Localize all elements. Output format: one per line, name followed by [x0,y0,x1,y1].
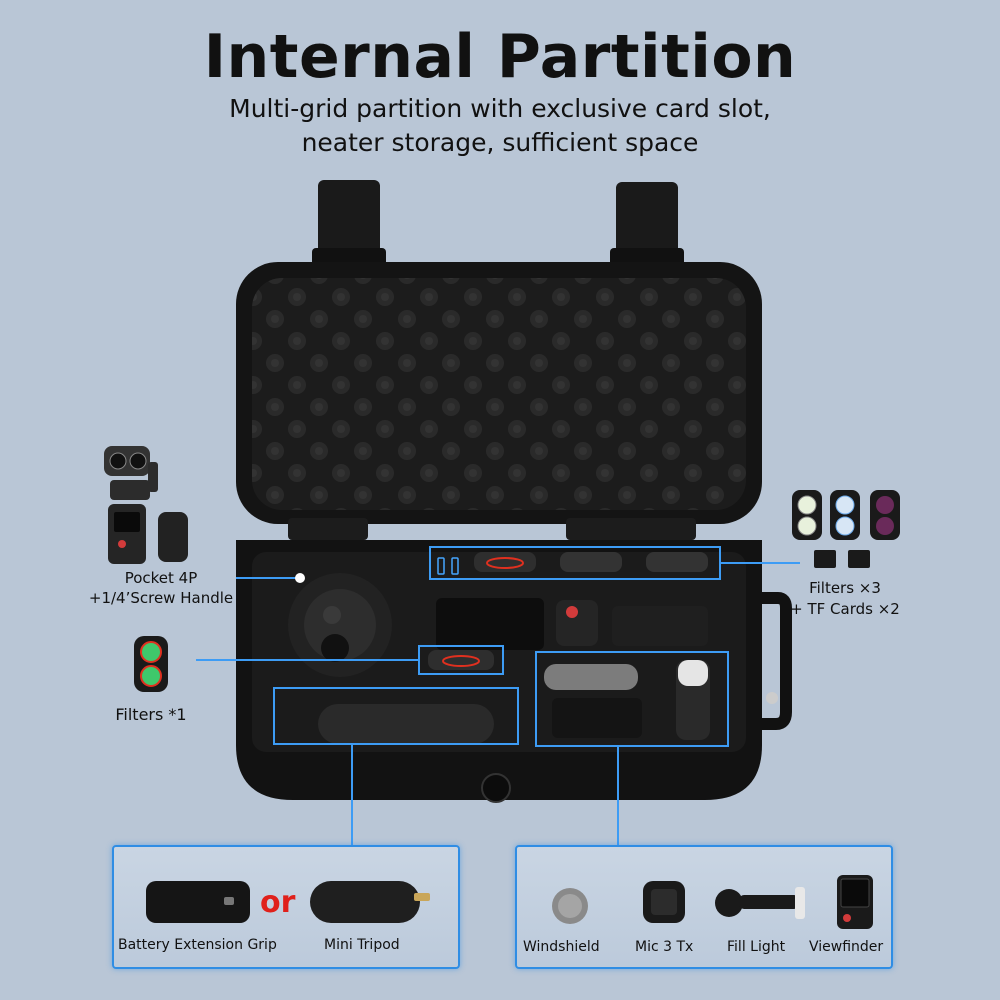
mic-3-tx-image [643,881,685,923]
pocket-4p-label: Pocket 4P +1/4’Screw Handle [76,568,246,608]
lid-latches [312,180,684,278]
mini-tripod-label: Mini Tripod [324,937,400,953]
filters-multi-line2: + TF Cards ×2 [790,600,900,618]
viewfinder-label: Viewfinder [809,939,884,955]
fill-light-label: Fill Light [727,939,786,955]
fill-light-image [715,887,805,919]
filters-in-case [428,552,708,670]
accessories-in-case [318,660,710,744]
case-hinges [288,518,696,540]
pocket-4p-line2: +1/4’Screw Handle [88,589,234,607]
panel-accessories: Windshield Mic 3 Tx Fill Light Viewfinde… [515,845,893,969]
gimbal-in-case [288,573,708,677]
page-title: Internal Partition [203,22,797,92]
subtitle-line-1: Multi-grid partition with exclusive card… [229,94,771,123]
case-lid [236,262,762,524]
mic-3-tx-label: Mic 3 Tx [635,939,694,955]
battery-grip-image [146,881,250,923]
panel-handle-options: or Battery Extension Grip Mini Tripod [112,845,460,969]
pocket-4p-line1: Pocket 4P [124,569,198,587]
pocket-4p-image [104,446,188,564]
pocket-callout-dot [295,573,305,583]
or-text: or [260,885,296,920]
filters-multi-image [792,490,900,568]
filter-single-image [134,636,168,692]
filters-single-label: Filters *1 [115,705,187,724]
subtitle-line-2: neater storage, sufficient space [301,128,699,157]
connector-lines [196,562,800,845]
filters-multi-label: Filters ×3 + TF Cards ×2 [780,578,910,620]
windshield-image [552,888,588,924]
filters-multi-line1: Filters ×3 [809,579,881,597]
windshield-label: Windshield [523,939,600,955]
battery-grip-label: Battery Extension Grip [118,937,277,953]
page-subtitle: Multi-grid partition with exclusive card… [0,92,1000,160]
viewfinder-image [837,875,873,929]
mini-tripod-image [310,881,430,923]
